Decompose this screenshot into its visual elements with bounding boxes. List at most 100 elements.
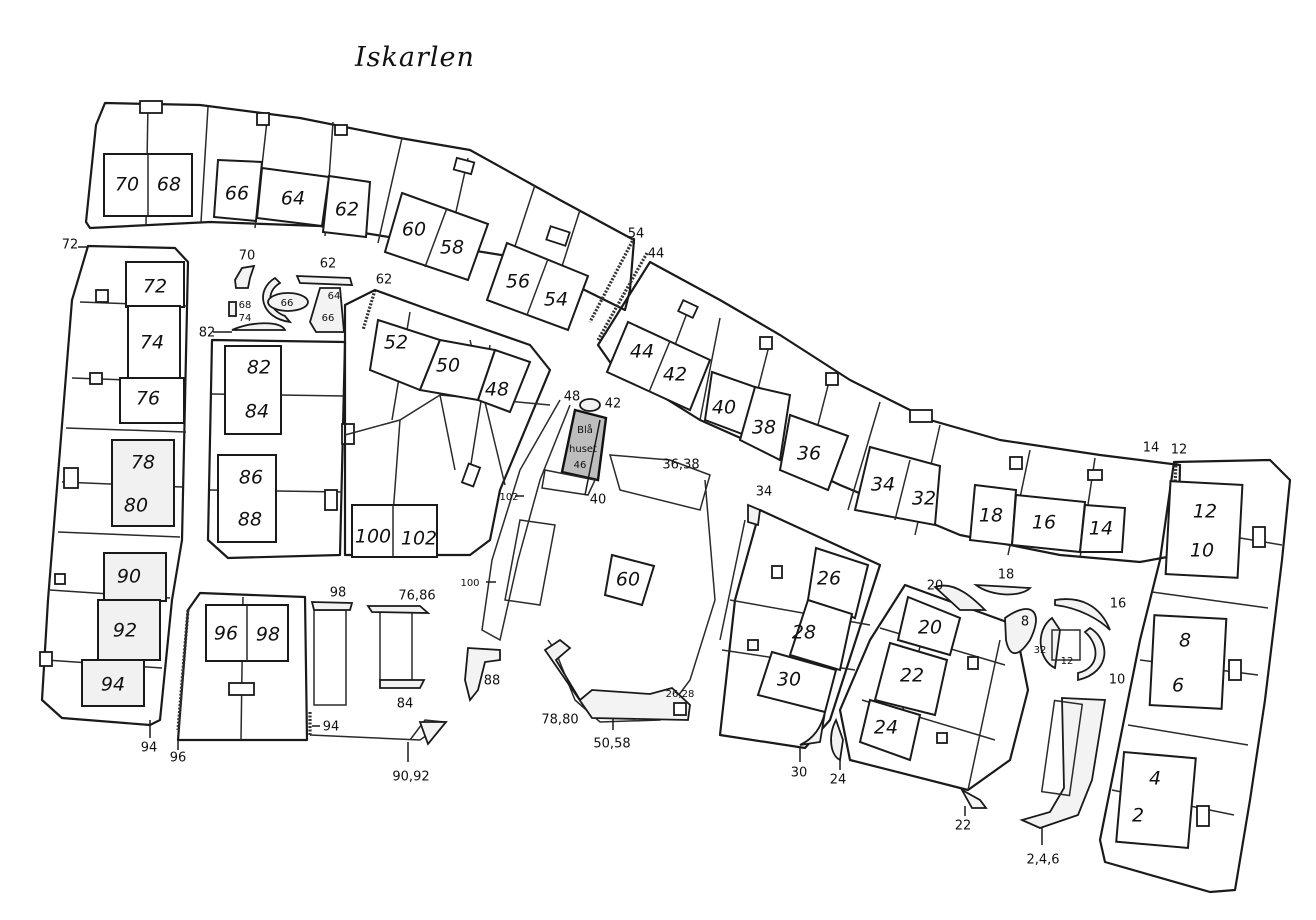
house-label: 76 [136,388,160,410]
house-label: 84 [245,401,269,423]
callout-label: 76,86 [398,589,435,604]
callout-label: 32 [1034,645,1047,656]
callout-label: 74 [239,313,252,324]
house-38 [738,385,792,462]
callout-label: 44 [648,247,665,262]
house-label: 10 [1190,540,1214,562]
callout-label: 90,92 [392,770,429,785]
bla-huset-label: huset [569,444,597,455]
shed [1009,456,1023,470]
house-label: 100 [355,526,391,548]
block-far-right [1098,458,1292,894]
garage-cluster [228,264,377,333]
callout-label: 40 [590,493,607,508]
shed [825,372,839,386]
callout-label: 36,38 [662,458,699,473]
callout-label: 78,80 [541,713,578,728]
house-label: 82 [247,357,271,379]
callout-label: 8 [1021,615,1029,630]
block-mid-left [206,338,355,560]
callout-label: 20 [927,579,944,594]
house-label: 12 [1193,501,1217,523]
callout-label: 94 [141,741,158,756]
house-label: 36 [797,443,821,465]
callout-label: 18 [998,568,1015,583]
callout-label: 62 [320,257,337,272]
house-label: 102 [401,528,437,550]
house-label: 2 [1132,805,1144,827]
house-label: 30 [777,669,801,691]
callout-label: 82 [199,326,216,341]
house-label: 6 [1172,675,1184,697]
house-44-42 [605,320,712,412]
callout-label: 70 [239,249,256,264]
callout-label: 98 [330,586,347,601]
callout-label: 72 [62,238,79,253]
house-label: 54 [544,289,568,311]
shed [452,156,476,176]
house-label: 52 [384,332,408,354]
house-92 [97,599,161,661]
house-label: 32 [912,488,936,510]
block-top-right [596,260,1182,564]
bla-huset-label: 46 [574,460,587,471]
callout-label: 68 [239,300,252,311]
callout-label: 2,4,6 [1026,853,1059,868]
shed [909,409,933,423]
house-28 [788,598,854,672]
house-label: 14 [1089,518,1113,540]
callout-label: 96 [170,751,187,766]
shed [95,289,109,303]
shed [545,225,571,247]
house-label: 68 [157,174,181,196]
block-left-column [39,244,190,727]
shed [771,565,783,579]
callout-label: 12 [1171,443,1188,458]
house-label: 86 [239,467,263,489]
house-label: 88 [238,509,262,531]
house-label: 62 [335,199,359,221]
shed [460,462,482,488]
shed [54,573,66,585]
house-94 [81,659,145,707]
house-66 [212,158,264,223]
house-76 [119,377,185,424]
house-34-32 [853,445,942,527]
callout-label: 100 [460,578,479,589]
shed [39,651,53,667]
shed [228,682,255,696]
house-label: 72 [143,276,167,298]
house-74 [127,305,181,380]
house-label: 78 [131,452,155,474]
house-label: 40 [712,397,736,419]
callout-label: 42 [605,397,622,412]
house-label: 16 [1032,512,1056,534]
house-label: 80 [124,495,148,517]
block-26-30 [718,503,882,750]
house-48 [476,348,532,414]
house-label: 20 [918,617,942,639]
house-label: 34 [871,474,895,496]
house-label: 44 [630,341,654,363]
house-label: 38 [752,417,776,439]
shed [747,639,759,651]
house-label: 4 [1149,768,1161,790]
shed [1228,659,1242,681]
callout-label: 48 [564,390,581,405]
house-label: 56 [506,271,530,293]
map-title: Iskarlen [354,42,475,73]
house-label: 66 [225,183,249,205]
house-label: 70 [115,174,139,196]
callout-label: 12 [1061,656,1074,667]
shed [256,112,270,126]
callout-label: 34 [756,485,773,500]
house-36 [778,413,850,492]
block-bottom-left [176,591,448,746]
house-4-2 [1115,750,1197,850]
shed [967,656,979,670]
callout-label: 94 [323,720,340,735]
garage-label: 66 [322,313,335,324]
house-8-6 [1148,614,1228,710]
house-62 [321,174,372,239]
house-label: 48 [485,379,509,401]
